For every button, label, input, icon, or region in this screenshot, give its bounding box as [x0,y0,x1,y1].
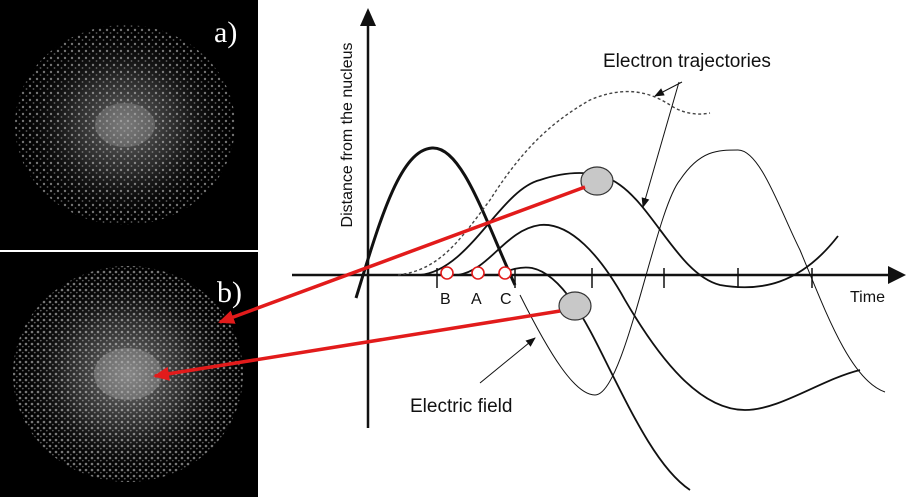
y-axis-label: Distance from the nucleus [339,43,356,228]
marker-c [498,266,512,280]
x-axis-label: Time [850,289,885,306]
point-label-a: A [471,291,482,308]
panel-label-b: b) [217,276,242,309]
electric-field-annotation: Electric field [410,396,512,417]
recollision-ellipse-lower [558,291,592,321]
red-arrow-to-panel-b [153,309,561,381]
recollision-ellipse-upper [580,166,614,196]
x-axis-arrowhead [888,266,906,284]
hologram-panel-a: a) [0,0,258,250]
annotation-arrow-trajectory [641,81,680,208]
annotation-arrow-field [479,337,536,384]
red-arrow-to-panel-a [218,185,586,324]
point-label-b: B [440,291,451,308]
trajectory-escaping [397,90,711,276]
trajectory-2 [457,224,861,411]
y-axis-arrowhead [360,8,376,26]
electric-field-curve [519,149,886,396]
marker-b [440,266,454,280]
annotation-arrow-dashed [654,81,683,97]
x-axis-ticks [436,268,813,288]
panel-label-a: a) [214,16,238,49]
diffraction-pattern-a [10,20,240,230]
trajectory-1 [419,172,839,289]
diffraction-pattern-b [10,264,246,484]
marker-a [471,266,485,280]
trajectory-3 [496,266,691,491]
trajectories-annotation: Electron trajectories [603,51,771,72]
point-label-c: C [500,291,512,308]
hologram-panel-b: b) [0,252,258,497]
